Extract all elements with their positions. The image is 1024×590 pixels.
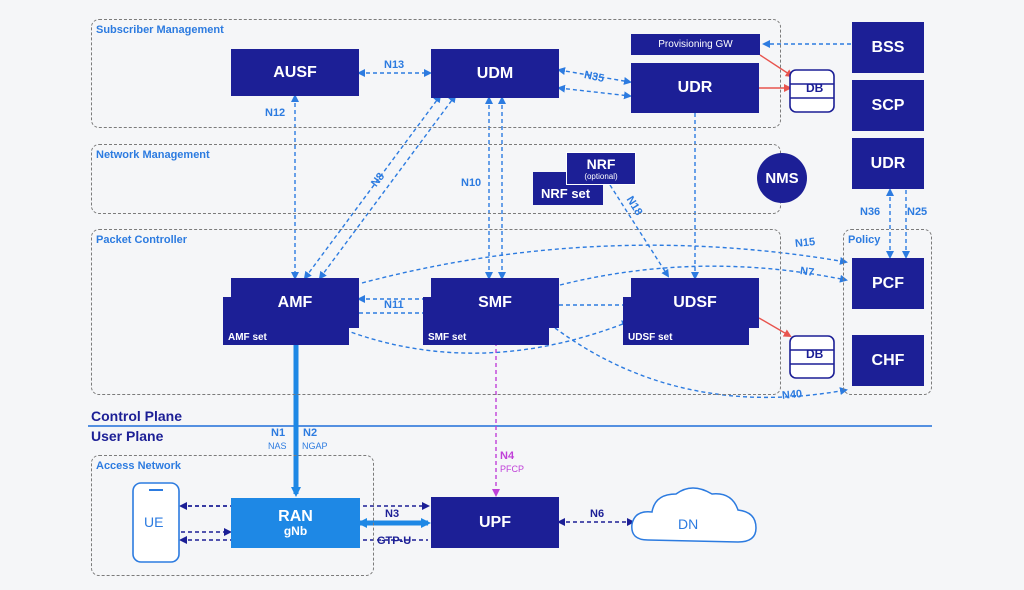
link-amf-udsf bbox=[344, 320, 630, 354]
n12-label: N12 bbox=[265, 107, 286, 119]
ausf-node: AUSF bbox=[231, 49, 359, 96]
n40-label: N40 bbox=[781, 388, 803, 402]
udr-node: UDR bbox=[631, 63, 759, 113]
n15-label: N15 bbox=[794, 235, 816, 251]
ran-node: RAN gNb bbox=[231, 498, 360, 548]
n3-label: N3 bbox=[385, 508, 400, 520]
db-icon-bottom bbox=[789, 335, 835, 379]
link-n8-b bbox=[318, 94, 457, 280]
nrf-node: NRF (optional) bbox=[566, 152, 636, 185]
ue-label: UE bbox=[144, 514, 164, 530]
link-provgw-db bbox=[759, 54, 794, 78]
n11-label: N11 bbox=[384, 299, 404, 311]
n36-label: N36 bbox=[860, 206, 881, 218]
n13-label: N13 bbox=[384, 59, 405, 71]
scp-node: SCP bbox=[852, 80, 924, 131]
group-label: Network Management bbox=[96, 149, 210, 161]
n3-sub-label: GTP-U bbox=[377, 535, 412, 547]
group-label: Policy bbox=[848, 234, 881, 246]
pcf-node: PCF bbox=[852, 258, 924, 309]
udm-node: UDM bbox=[431, 49, 559, 98]
ue-phone-icon bbox=[132, 482, 180, 563]
group-policy: Policy bbox=[843, 229, 932, 395]
link-n40 bbox=[554, 327, 848, 399]
db-label-top: DB bbox=[806, 81, 824, 95]
group-network-management: Network Management bbox=[91, 144, 781, 214]
smf-node: SMF bbox=[431, 278, 559, 328]
user-plane-label: User Plane bbox=[91, 428, 164, 444]
amf-node: AMF bbox=[231, 278, 359, 328]
group-label: Packet Controller bbox=[96, 234, 188, 246]
db-label-bottom: DB bbox=[806, 347, 824, 361]
n7-label: N7 bbox=[799, 265, 815, 279]
nms-node: NMS bbox=[757, 153, 807, 203]
n25-label: N25 bbox=[907, 206, 928, 218]
group-label: Subscriber Management bbox=[96, 24, 224, 36]
link-n35-a bbox=[557, 67, 632, 85]
dn-cloud-icon bbox=[631, 487, 757, 543]
n10-label: N10 bbox=[461, 177, 482, 189]
group-access-network: Access Network bbox=[91, 455, 374, 576]
n4-label: N4 bbox=[500, 450, 515, 462]
provisioning-gw-node: Provisioning GW bbox=[631, 34, 760, 55]
control-plane-label: Control Plane bbox=[91, 408, 183, 424]
group-packet-controller: Packet Controller bbox=[91, 229, 781, 395]
udsf-node: UDSF bbox=[631, 278, 759, 328]
dn-label: DN bbox=[678, 516, 699, 532]
link-n35-b bbox=[557, 84, 632, 100]
n2-label: N2 bbox=[303, 427, 318, 439]
link-n7 bbox=[559, 265, 848, 286]
group-label: Access Network bbox=[96, 460, 181, 472]
udr-policy-node: UDR bbox=[852, 138, 924, 189]
chf-node: CHF bbox=[852, 335, 924, 386]
n1-label: N1 bbox=[271, 427, 286, 439]
n6-label: N6 bbox=[590, 508, 605, 520]
n2-sub-label: NGAP bbox=[302, 441, 328, 451]
n1-sub-label: NAS bbox=[268, 441, 287, 451]
bss-node: BSS bbox=[852, 22, 924, 73]
n4-sub-label: PFCP bbox=[500, 464, 525, 474]
link-udsf-db bbox=[758, 317, 792, 338]
group-subscriber-management: Subscriber Management bbox=[91, 19, 781, 128]
link-n18 bbox=[609, 184, 670, 278]
upf-node: UPF bbox=[431, 497, 559, 548]
db-icon-top bbox=[789, 69, 835, 113]
